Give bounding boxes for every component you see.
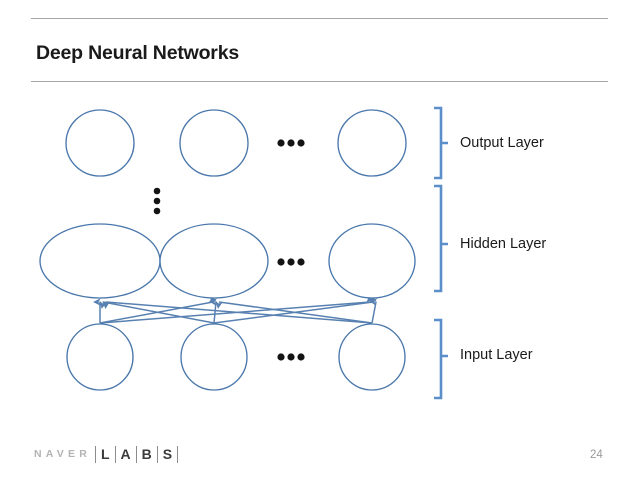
naver-wordmark: NAVER — [34, 448, 91, 460]
edge-in1-h1 — [209, 298, 217, 324]
naver-labs-logo: NAVER L A B S — [34, 443, 179, 465]
header-divider-under-title — [31, 81, 608, 82]
labs-letter-l: L — [100, 445, 110, 462]
input-node-1 — [66, 323, 134, 391]
labs-letter-a: A — [120, 445, 131, 462]
hidden-node-2 — [159, 223, 269, 299]
labs-separator-bar — [114, 445, 116, 463]
page-title: Deep Neural Networks — [36, 42, 239, 64]
connection-edges — [93, 295, 378, 324]
labs-letter-b: B — [141, 445, 152, 462]
labs-separator-bar — [135, 445, 137, 463]
output-node-2 — [179, 109, 249, 177]
vertical-ellipsis-icon — [153, 187, 161, 215]
labs-separator-bar — [156, 445, 158, 463]
hidden-node-1 — [39, 223, 161, 299]
brace-hidden-layer — [434, 184, 448, 293]
output-node-1 — [65, 109, 135, 177]
hidden-layer-nodes — [39, 223, 416, 299]
layer-braces — [434, 106, 448, 400]
output-layer-nodes — [65, 109, 407, 177]
labs-wordmark: L A B S — [94, 445, 179, 463]
deep-neural-network-diagram — [39, 106, 448, 400]
hidden-layer-ellipsis — [277, 258, 305, 266]
brace-output-layer — [434, 106, 448, 180]
edge-in2-h1 — [215, 300, 373, 324]
labs-letter-s: S — [162, 445, 173, 462]
layer-label-hidden: Hidden Layer — [460, 236, 547, 252]
edge-in2-h0 — [102, 301, 373, 324]
edge-in1-h0 — [99, 300, 215, 324]
output-node-3 — [337, 109, 407, 177]
labs-separator-bar — [94, 445, 96, 463]
hidden-node-3 — [328, 223, 416, 299]
brace-input-layer — [434, 318, 448, 400]
layer-label-input: Input Layer — [460, 347, 533, 363]
labs-separator-bar — [177, 445, 179, 463]
layer-label-output: Output Layer — [460, 135, 544, 151]
header-divider-top — [31, 18, 608, 19]
input-node-2 — [180, 323, 248, 391]
input-node-3 — [338, 323, 406, 391]
page-number: 24 — [590, 449, 603, 461]
input-layer-nodes — [66, 323, 406, 391]
output-layer-ellipsis — [277, 139, 305, 147]
input-layer-ellipsis — [277, 353, 305, 361]
edge-in2-h2 — [369, 298, 378, 324]
